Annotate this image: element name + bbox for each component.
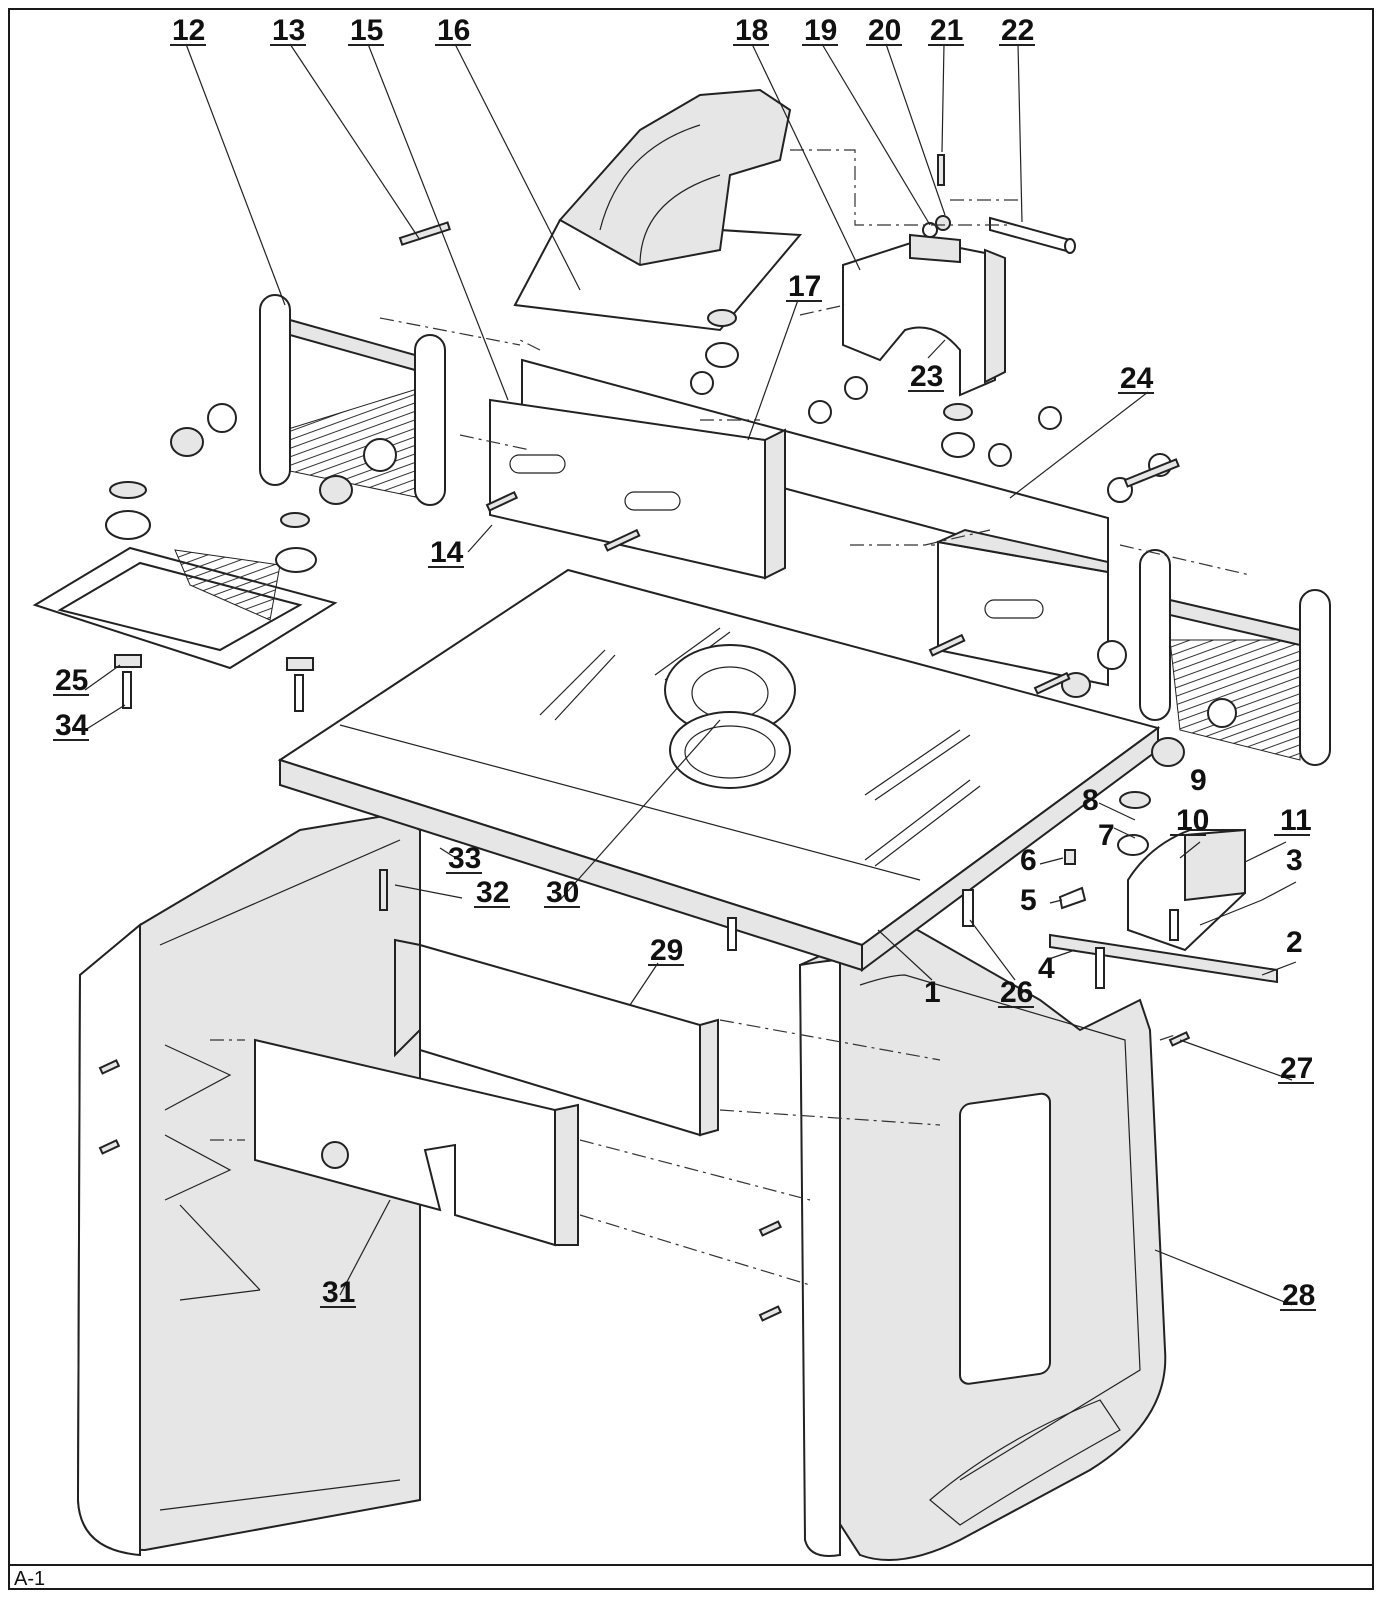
label-underlines bbox=[53, 44, 1316, 1311]
label-part-17: 17 bbox=[788, 270, 821, 303]
label-part-28: 28 bbox=[1282, 1279, 1315, 1312]
label-part-6: 6 bbox=[1020, 844, 1037, 877]
screw-21 bbox=[937, 154, 945, 186]
drawing-frame bbox=[8, 8, 1374, 1590]
insert-ring-30 bbox=[664, 644, 796, 789]
label-part-21: 21 bbox=[930, 14, 963, 47]
label-part-16: 16 bbox=[437, 14, 470, 47]
label-part-19: 19 bbox=[804, 14, 837, 47]
label-part-18: 18 bbox=[735, 14, 768, 47]
bolts bbox=[98, 221, 1191, 1322]
feather-board-25 bbox=[32, 481, 338, 712]
washer-19 bbox=[922, 222, 938, 238]
assembly-line bbox=[379, 149, 1251, 576]
assembly-line bbox=[210, 1019, 1176, 1286]
label-part-9: 9 bbox=[1190, 764, 1207, 797]
label-part-23: 23 bbox=[910, 360, 943, 393]
leader-lines bbox=[84, 43, 1297, 1306]
knob-assemblies bbox=[690, 309, 1172, 503]
label-part-1: 1 bbox=[924, 976, 941, 1009]
stand-right-side-panel bbox=[798, 918, 1167, 1561]
left-fence-face-15 bbox=[489, 398, 786, 580]
label-part-8: 8 bbox=[1082, 784, 1099, 817]
bracket-18 bbox=[842, 233, 1006, 397]
label-part-5: 5 bbox=[1020, 884, 1037, 917]
label-part-22: 22 bbox=[1001, 14, 1034, 47]
label-part-15: 15 bbox=[350, 14, 383, 47]
label-part-11: 11 bbox=[1280, 804, 1312, 837]
router-guard-16 bbox=[513, 88, 803, 332]
shaft-22 bbox=[989, 216, 1076, 254]
stand-cross-brace-29 bbox=[394, 938, 719, 1137]
label-part-13: 13 bbox=[272, 14, 305, 47]
label-part-27: 27 bbox=[1280, 1052, 1313, 1085]
label-part-33: 33 bbox=[448, 842, 481, 875]
title-block-divider bbox=[8, 1564, 1374, 1566]
miter-gauge bbox=[1049, 791, 1278, 989]
label-part-10: 10 bbox=[1176, 804, 1209, 837]
label-part-32: 32 bbox=[476, 876, 509, 909]
label-part-2: 2 bbox=[1286, 926, 1303, 959]
label-part-4: 4 bbox=[1038, 952, 1055, 985]
hold-down-12 bbox=[170, 294, 446, 506]
label-part-34: 34 bbox=[55, 709, 89, 742]
label-part-30: 30 bbox=[546, 876, 579, 909]
label-part-14: 14 bbox=[430, 536, 464, 569]
part-labels: 12 13 15 16 18 19 20 21 22 17 23 24 14 2… bbox=[55, 14, 1315, 1312]
right-fence-face bbox=[934, 528, 1109, 687]
label-part-31: 31 bbox=[322, 1276, 355, 1309]
nut-20 bbox=[935, 215, 951, 231]
figure-caption: A-1 bbox=[14, 1568, 46, 1590]
label-part-26: 26 bbox=[1000, 976, 1033, 1009]
stand-front-brace-31 bbox=[254, 1038, 579, 1247]
label-part-3: 3 bbox=[1286, 844, 1303, 877]
label-part-12: 12 bbox=[172, 14, 205, 47]
label-part-29: 29 bbox=[650, 934, 683, 967]
label-part-25: 25 bbox=[55, 664, 88, 697]
label-part-7: 7 bbox=[1098, 819, 1115, 852]
label-part-24: 24 bbox=[1120, 362, 1154, 395]
label-part-20: 20 bbox=[868, 14, 901, 47]
